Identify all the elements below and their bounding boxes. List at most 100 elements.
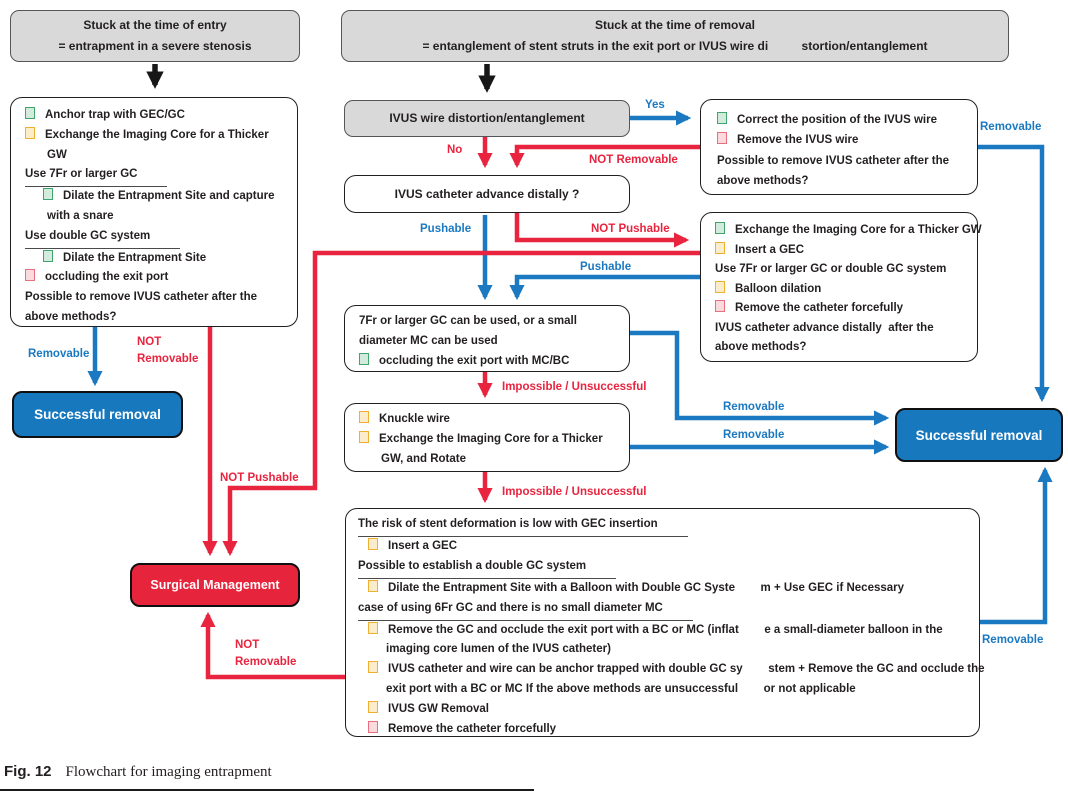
- flow-line-text: Exchange the Imaging Core for a Thicker: [45, 128, 269, 141]
- arrow-removable-topright: [978, 144, 1050, 403]
- box-text: Successful removal: [34, 407, 161, 422]
- flow-line: GW, and Rotate: [345, 450, 629, 470]
- header-line: = entrapment in a severe stenosis: [58, 39, 252, 53]
- bullet-square-icon: [715, 222, 725, 234]
- arrow-pushable-return: [509, 274, 700, 301]
- bullet-square-icon: [359, 430, 369, 443]
- bullet-square-icon: [715, 300, 725, 312]
- flow-line-text: 7Fr or larger GC can be used, or a small: [359, 315, 577, 327]
- flow-line: Use 7Fr or larger GC: [11, 165, 297, 188]
- flow-line: Possible to remove IVUS catheter after t…: [701, 151, 977, 171]
- bullet-square-icon: [715, 280, 725, 293]
- bullet-square-icon: [359, 352, 369, 365]
- label-not-removable-top: NOT Removable: [589, 154, 678, 166]
- flow-line-text: Remove the catheter forcefully: [735, 302, 904, 314]
- flow-line: Possible to remove IVUS catheter after t…: [11, 288, 297, 308]
- flow-line: imaging core lumen of the IVUS catheter): [346, 640, 979, 660]
- arrow-not-removable-bottom: [200, 611, 345, 680]
- flow-line: The risk of stent deformation is low wit…: [346, 515, 979, 537]
- label-pushable-main: Pushable: [420, 223, 472, 235]
- flow-line: above methods?: [701, 338, 977, 358]
- flow-line-text: Exchange the Imaging Core for a Thicker: [379, 432, 603, 445]
- box-text: IVUS wire distortion/entanglement: [389, 111, 585, 125]
- flow-line-text: Remove the catheter forcefully: [388, 723, 557, 736]
- flow-line-text: IVUS catheter and wire can be anchor tra…: [388, 663, 985, 676]
- flow-line-text: above methods?: [715, 341, 807, 353]
- header-line: Stuck at the time of entry: [83, 18, 227, 32]
- flow-line: Possible to establish a double GC system: [346, 557, 979, 579]
- flow-line: case of using 6Fr GC and there is no sma…: [346, 599, 979, 621]
- flow-line: exit port with a BC or MC If the above m…: [346, 680, 979, 700]
- flow-line-text: IVUS GW Removal: [388, 703, 489, 716]
- bullet-square-icon: [368, 701, 378, 714]
- flow-line-text: Remove the GC and occlude the exit port …: [388, 623, 943, 636]
- label-removable-7fr: Removable: [723, 401, 785, 413]
- bullet-square-icon: [368, 537, 378, 550]
- label-pushable-return: Pushable: [580, 261, 632, 273]
- flow-line-text: Anchor trap with GEC/GC: [45, 109, 185, 121]
- flow-line-text: Balloon dilation: [735, 282, 822, 295]
- flow-line: Anchor trap with GEC/GC: [11, 106, 297, 126]
- flow-line-text: occluding the exit port with MC/BC: [379, 354, 570, 367]
- flow-line-text: above methods?: [717, 175, 809, 188]
- label-line: NOT: [137, 336, 162, 348]
- flow-line-text: Use 7Fr or larger GC: [25, 165, 168, 188]
- label-not-pushable-top: NOT Pushable: [591, 223, 670, 235]
- flow-line: Dilate the Entrapment Site: [11, 249, 297, 269]
- flow-line-text: Use double GC system: [25, 227, 181, 249]
- box-text: Successful removal: [915, 427, 1043, 443]
- flow-line-text: Exchange the Imaging Core for a Thicker …: [735, 224, 982, 236]
- box-surgical-management: Surgical Management: [130, 563, 300, 607]
- label-removable-topright: Removable: [980, 121, 1042, 133]
- flow-line: Dilate the Entrapment Site and capture: [11, 187, 297, 207]
- flow-line-text: Insert a GEC: [735, 243, 805, 256]
- flow-line-text: Knuckle wire: [379, 413, 450, 425]
- flow-line-text: GW, and Rotate: [381, 452, 466, 465]
- label-line: Removable: [137, 353, 199, 365]
- flow-line: Remove the catheter forcefully: [346, 720, 979, 740]
- label-removable-left: Removable: [28, 348, 90, 360]
- flow-line-text: above methods?: [25, 310, 117, 323]
- flow-line-text: Correct the position of the IVUS wire: [737, 114, 937, 126]
- arrow-removable-bottomright: [980, 466, 1053, 625]
- page-rule-divider: [0, 789, 534, 792]
- box-successful-removal-left: Successful removal: [12, 391, 183, 438]
- flow-line: Dilate the Entrapment Site with a Balloo…: [346, 579, 979, 599]
- bullet-square-icon: [717, 112, 727, 124]
- label-yes: Yes: [645, 99, 665, 111]
- label-impossible-1: Impossible / Unsuccessful: [502, 381, 647, 393]
- box-wire-distortion: IVUS wire distortion/entanglement: [344, 100, 630, 137]
- flow-line-text: Remove the IVUS wire: [737, 134, 859, 147]
- flow-line-text: exit port with a BC or MC If the above m…: [386, 683, 856, 696]
- label-not-pushable-surgical: NOT Pushable: [220, 472, 299, 484]
- flow-line: Insert a GEC: [346, 537, 979, 557]
- box-advance-distally: IVUS catheter advance distally ?: [344, 175, 630, 213]
- label-line: Removable: [235, 656, 297, 668]
- flow-line-text: Insert a GEC: [388, 539, 458, 552]
- flow-line: IVUS GW Removal: [346, 700, 979, 720]
- bullet-square-icon: [25, 107, 35, 119]
- flow-line-text: with a snare: [47, 209, 114, 222]
- flow-line: Remove the GC and occlude the exit port …: [346, 621, 979, 641]
- flow-line: Remove the catheter forcefully: [701, 299, 977, 319]
- arrow-not-pushable-right: [514, 213, 690, 248]
- bullet-square-icon: [717, 132, 727, 145]
- bullet-square-icon: [43, 249, 53, 262]
- flow-line: Use 7Fr or larger GC or double GC system: [701, 260, 977, 280]
- flow-line-text: diameter MC can be used: [359, 334, 498, 347]
- bullet-square-icon: [25, 126, 35, 139]
- flow-line: Knuckle wire: [345, 410, 629, 430]
- label-removable-bottomright: Removable: [982, 634, 1044, 646]
- bullet-square-icon: [359, 411, 369, 423]
- flow-line: with a snare: [11, 207, 297, 227]
- flow-line-text: GW: [47, 148, 67, 161]
- flow-line: Correct the position of the IVUS wire: [701, 110, 977, 130]
- flow-line: occluding the exit port: [11, 268, 297, 288]
- box-stuck-entry-header: Stuck at the time of entry = entrapment …: [10, 10, 300, 62]
- flow-line: above methods?: [701, 171, 977, 191]
- flow-line-text: Possible to remove IVUS catheter after t…: [25, 291, 257, 304]
